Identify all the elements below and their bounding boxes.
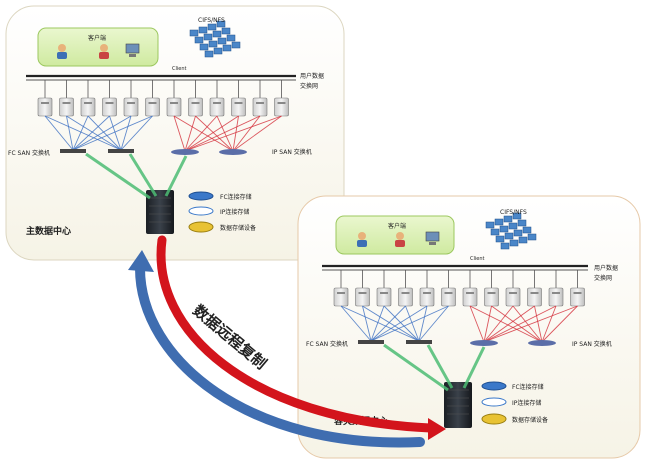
dr-ip-switch-2 <box>528 340 556 346</box>
dr-datacenter: 客户端 CIFS/NFS Client 用户数据 交换网 FC SAN 交换机 … <box>297 195 641 459</box>
main-server-icon <box>80 80 96 117</box>
main-client-person-icon <box>57 44 67 59</box>
main-nas-storage-icon <box>189 20 241 58</box>
dr-legend-fc: FC连接存储 <box>512 383 544 391</box>
main-user-network-label: 用户数据 <box>300 72 324 80</box>
dr-client-computer-icon <box>425 231 440 245</box>
dr-legend-nas: 数据存储设备 <box>512 416 548 424</box>
dr-storage-label: CIFS/NFS <box>500 209 527 216</box>
dr-client-group: 客户端 <box>335 215 455 255</box>
dr-ip-san-label: IP SAN 交换机 <box>572 340 612 348</box>
dr-legend-fc-icon <box>481 381 507 391</box>
main-server-icon <box>59 80 74 117</box>
main-legend-nas-icon <box>188 221 214 233</box>
dr-client-link-label: Client <box>470 256 485 262</box>
dr-exchange-label: 交换网 <box>594 274 612 282</box>
replication-label: 数据远程复制 <box>189 301 270 373</box>
main-legend-ip: IP连接存储 <box>220 208 249 216</box>
replication-arrow-blue-head <box>128 250 154 272</box>
dr-server-icon <box>570 270 585 307</box>
main-ip-san-label: IP SAN 交换机 <box>272 148 312 156</box>
main-exchange-label: 交换网 <box>300 82 318 90</box>
main-client-link-label: Client <box>172 66 187 72</box>
dr-user-network-label: 用户数据 <box>594 264 618 272</box>
main-client-group: 客户端 <box>37 27 159 67</box>
dr-client-label: 客户端 <box>388 222 406 230</box>
replication-arrow-red-head <box>428 418 446 440</box>
main-legend-nas: 数据存储设备 <box>220 224 256 232</box>
dr-fc-san-label: FC SAN 交换机 <box>306 340 348 348</box>
dr-client-person-icon-2 <box>395 232 405 247</box>
main-client-person-icon-2 <box>99 44 109 59</box>
dr-fc-switch-1 <box>358 340 384 344</box>
main-ip-switch-1 <box>171 149 199 155</box>
main-fc-san-label: FC SAN 交换机 <box>8 149 50 157</box>
storage-links <box>85 152 486 392</box>
dr-fc-switch-2 <box>406 340 432 344</box>
main-dc-label: 主数据中心 <box>26 225 71 237</box>
dr-dc-panel <box>297 195 641 459</box>
main-dc-panel <box>5 5 345 261</box>
main-client-label: 客户端 <box>88 34 106 42</box>
dr-client-person-icon <box>357 232 367 247</box>
main-legend-fc-icon <box>188 191 214 201</box>
replication-arrow-blue <box>135 263 425 448</box>
dr-legend-nas-icon <box>481 413 507 425</box>
main-fc-switch-2 <box>108 149 134 153</box>
dr-server-icon <box>376 270 392 307</box>
dr-ip-switch-1 <box>470 340 498 346</box>
main-server-icon <box>102 80 117 117</box>
main-storage-rack <box>146 190 174 234</box>
main-server-icon <box>145 80 160 117</box>
main-legend-ip-icon <box>188 206 214 216</box>
dr-nas-storage-icon <box>485 212 537 250</box>
dr-server-row <box>333 270 585 307</box>
main-client-computer-icon <box>125 43 140 57</box>
main-datacenter: 客户端 CIFS/NFS Client 用户数据 交换网 FC SAN 交换机 <box>5 5 345 261</box>
main-server-icon <box>209 80 225 117</box>
dr-legend-ip-icon <box>481 397 507 407</box>
main-legend-fc: FC连接存储 <box>220 193 252 201</box>
main-fc-switch-1 <box>60 149 86 153</box>
main-legend: FC连接存储 IP连接存储 数据存储设备 <box>188 191 256 233</box>
main-san-links <box>44 115 282 152</box>
dr-storage-rack <box>444 382 472 428</box>
main-server-icon <box>123 80 139 117</box>
dr-legend-ip: IP连接存储 <box>512 399 541 407</box>
dr-server-icon <box>527 270 542 307</box>
main-ip-switch-2 <box>219 149 247 155</box>
dr-legend: FC连接存储 IP连接存储 数据存储设备 <box>481 381 548 425</box>
main-storage-label: CIFS/NFS <box>198 17 225 24</box>
replication-arrow-red <box>156 235 435 433</box>
main-server-icon <box>37 80 53 117</box>
main-client-box <box>37 27 159 67</box>
dr-san-links <box>340 305 578 343</box>
